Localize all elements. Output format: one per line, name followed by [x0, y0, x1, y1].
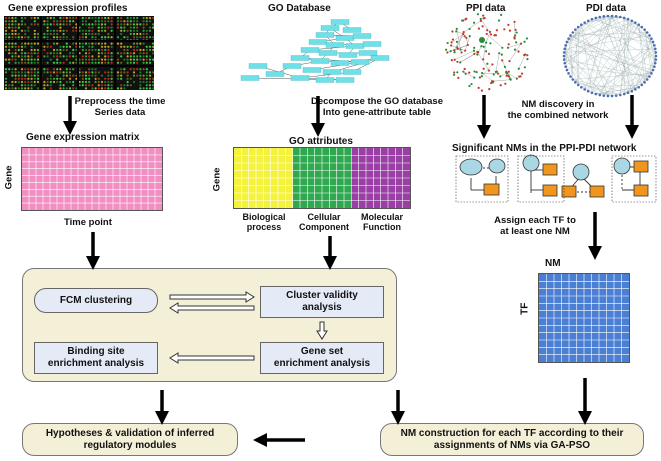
go-database-title: GO Database [268, 3, 331, 14]
hypotheses-box: Hypotheses & validation of inferred regu… [22, 423, 238, 456]
go-attributes-title: GO attributes [289, 136, 353, 147]
nm-matrix-title: NM [545, 258, 561, 269]
tf-axis-label: TF [519, 302, 531, 315]
microarray-image [4, 16, 154, 90]
pdi-data-title: PDI data [586, 3, 627, 14]
cluster-validity-box: Cluster validity analysis [260, 286, 384, 318]
go-gene-axis-label: Gene [211, 167, 223, 192]
cellular-component-label: Cellular Component [299, 212, 349, 233]
assign-step-label: Assign each TF to at least one NM [494, 215, 576, 237]
biological-process-label: Biological process [242, 212, 286, 233]
binding-site-box: Binding site enrichment analysis [34, 342, 158, 374]
time-point-label: Time point [64, 217, 112, 228]
molecular-function-label: Molecular Function [360, 212, 403, 233]
nm-matrix [538, 273, 630, 363]
gene-axis-label: Gene [3, 165, 15, 190]
gene-expression-profiles-title: Gene expression profiles [8, 3, 128, 14]
preprocess-step-label: Preprocess the time Series data [74, 96, 166, 118]
ppi-data-title: PPI data [466, 3, 506, 14]
go-attribute-grid [234, 148, 410, 208]
gene-expression-matrix-title: Gene expression matrix [26, 132, 140, 143]
gene-expression-matrix [21, 147, 163, 211]
fcm-clustering-box: FCM clustering [34, 288, 158, 313]
significant-nms-title: Significant NMs in the PPI-PDI network [452, 143, 637, 154]
nm-construction-box: NM construction for each TF according to… [380, 423, 644, 456]
gene-expression-grid [22, 148, 162, 210]
microarray-spots [4, 16, 154, 90]
gene-set-box: Gene set enrichment analysis [260, 342, 384, 374]
decompose-step-label: Decompose the GO database Into gene-attr… [311, 96, 443, 118]
nm-discovery-step-label: NM discovery in the combined network [507, 99, 609, 121]
go-attribute-matrix [233, 147, 411, 209]
nm-matrix-grid [539, 274, 629, 362]
